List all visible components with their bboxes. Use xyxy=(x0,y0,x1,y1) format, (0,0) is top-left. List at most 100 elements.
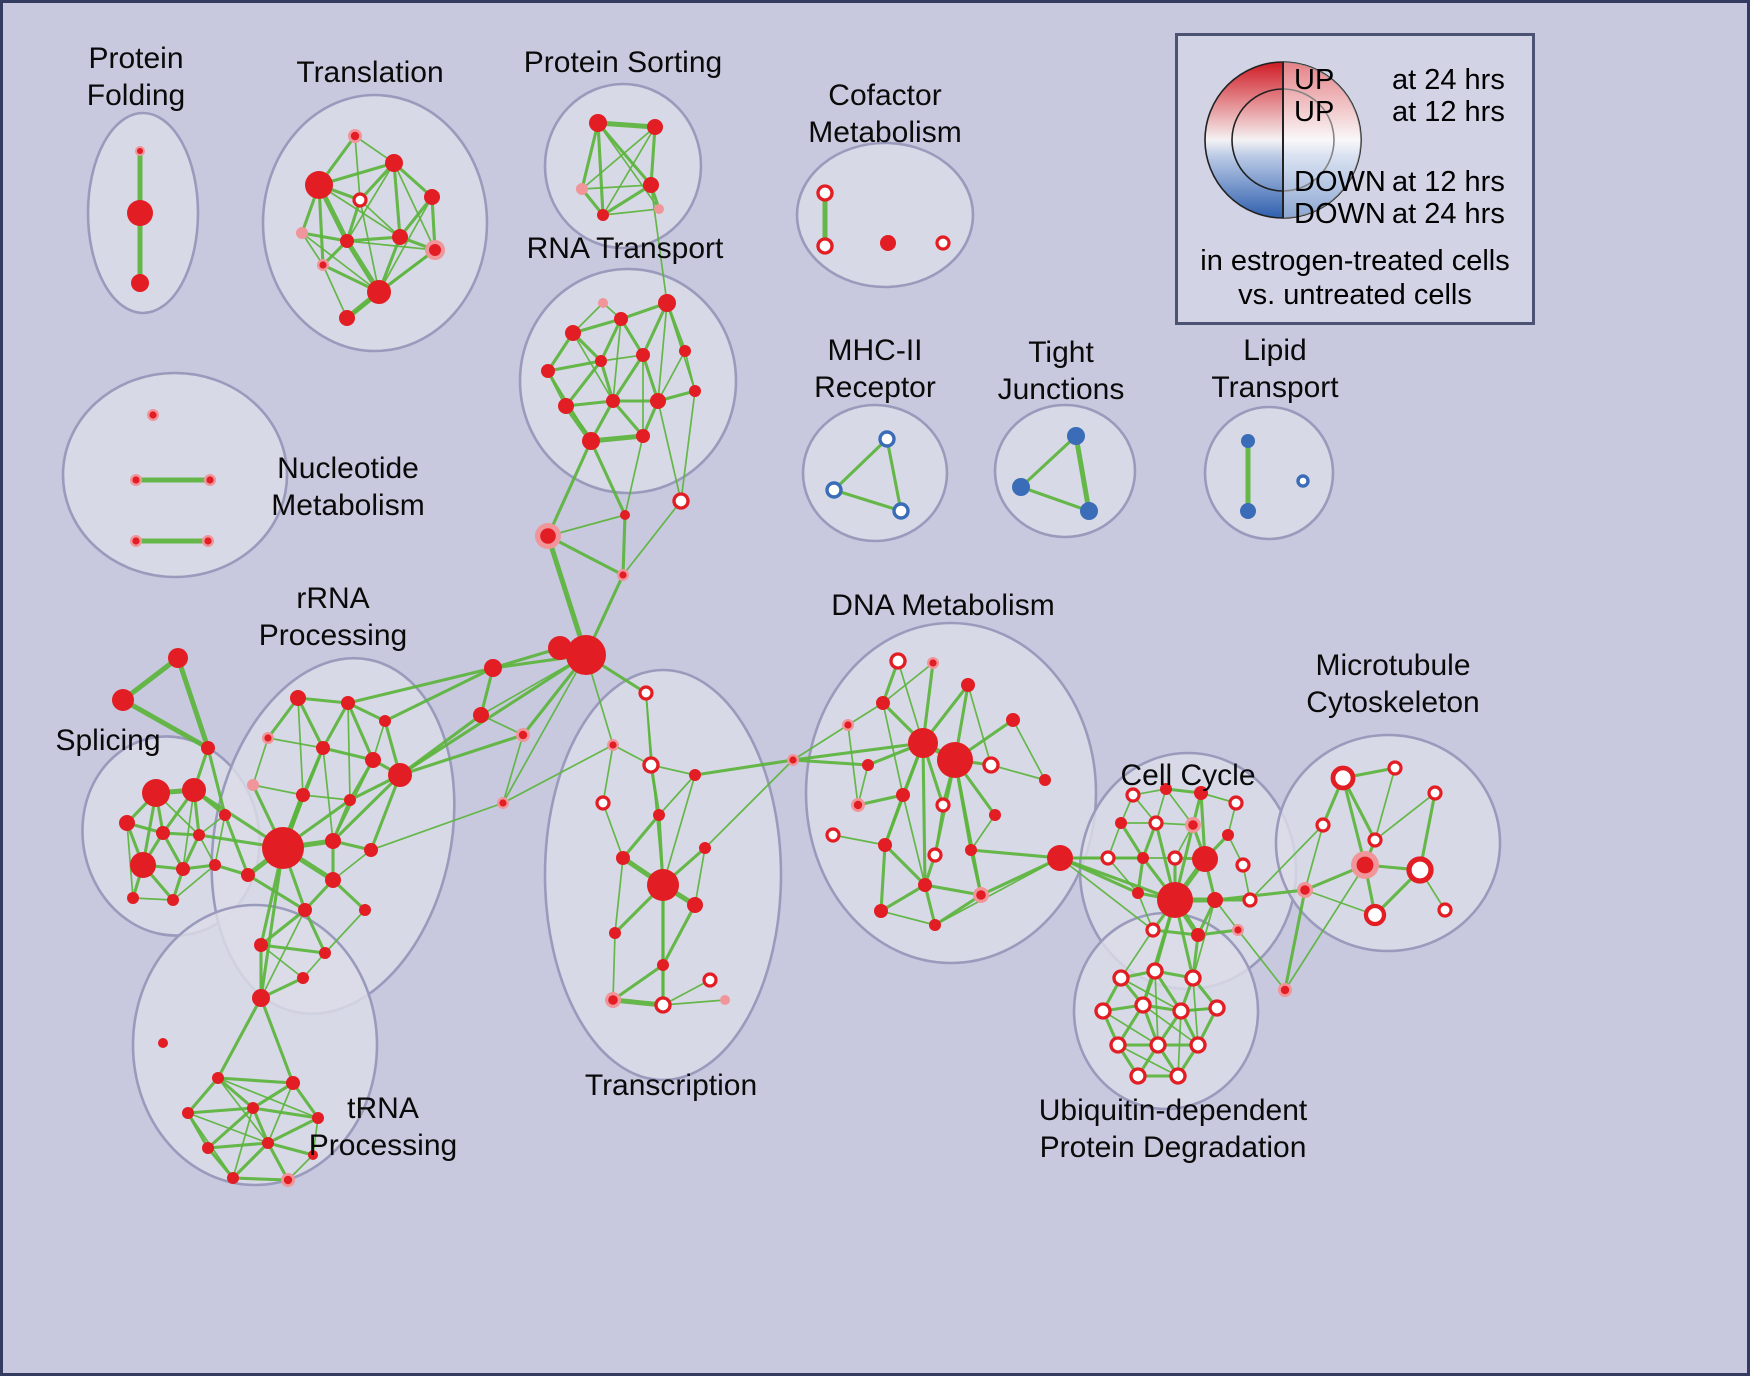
gene-node[interactable] xyxy=(296,227,308,239)
gene-node[interactable] xyxy=(650,393,666,409)
gene-node[interactable] xyxy=(1094,1002,1112,1020)
gene-node[interactable] xyxy=(316,741,330,755)
gene-node[interactable] xyxy=(595,355,607,367)
gene-node[interactable] xyxy=(642,756,660,774)
gene-node[interactable] xyxy=(929,919,941,931)
gene-node[interactable] xyxy=(541,364,555,378)
gene-node[interactable] xyxy=(576,183,588,195)
gene-node[interactable] xyxy=(1080,502,1098,520)
gene-node[interactable] xyxy=(1109,1036,1127,1054)
gene-node[interactable] xyxy=(595,795,611,811)
gene-node[interactable] xyxy=(473,707,489,723)
gene-node[interactable] xyxy=(1315,817,1331,833)
gene-node[interactable] xyxy=(131,274,149,292)
gene-node[interactable] xyxy=(566,635,606,675)
gene-node[interactable] xyxy=(636,429,650,443)
gene-node[interactable] xyxy=(112,689,134,711)
gene-node[interactable] xyxy=(219,809,231,821)
gene-node[interactable] xyxy=(689,769,701,781)
gene-node[interactable] xyxy=(876,696,890,710)
gene-node[interactable] xyxy=(1296,474,1310,488)
gene-node[interactable] xyxy=(1149,1036,1167,1054)
gene-node[interactable] xyxy=(167,894,179,906)
gene-node[interactable] xyxy=(1208,999,1226,1017)
gene-node[interactable] xyxy=(1189,1036,1207,1054)
gene-node[interactable] xyxy=(643,177,659,193)
gene-node[interactable] xyxy=(1129,1067,1147,1085)
gene-node[interactable] xyxy=(679,345,691,357)
gene-node[interactable] xyxy=(359,904,371,916)
gene-node[interactable] xyxy=(654,204,664,214)
gene-node[interactable] xyxy=(1330,765,1356,791)
gene-node[interactable] xyxy=(937,742,973,778)
gene-node[interactable] xyxy=(1006,713,1020,727)
gene-node[interactable] xyxy=(1169,1067,1187,1085)
gene-node[interactable] xyxy=(298,903,312,917)
gene-node[interactable] xyxy=(379,715,391,727)
gene-node[interactable] xyxy=(367,280,391,304)
gene-node[interactable] xyxy=(935,235,951,251)
gene-node[interactable] xyxy=(1134,996,1152,1014)
gene-node[interactable] xyxy=(918,878,932,892)
gene-node[interactable] xyxy=(699,842,711,854)
gene-node[interactable] xyxy=(262,1137,274,1149)
gene-node[interactable] xyxy=(1242,892,1258,908)
gene-node[interactable] xyxy=(616,851,630,865)
gene-node[interactable] xyxy=(880,235,896,251)
gene-node[interactable] xyxy=(247,779,259,791)
gene-node[interactable] xyxy=(1222,829,1234,841)
gene-node[interactable] xyxy=(388,763,412,787)
gene-node[interactable] xyxy=(424,189,440,205)
gene-node[interactable] xyxy=(325,872,341,888)
gene-node[interactable] xyxy=(589,114,607,132)
gene-node[interactable] xyxy=(908,728,938,758)
gene-node[interactable] xyxy=(598,298,608,308)
gene-node[interactable] xyxy=(1012,478,1030,496)
gene-node[interactable] xyxy=(935,797,951,813)
gene-node[interactable] xyxy=(308,1150,318,1160)
gene-node[interactable] xyxy=(702,972,718,988)
gene-node[interactable] xyxy=(252,989,270,1007)
gene-node[interactable] xyxy=(558,398,574,414)
gene-node[interactable] xyxy=(825,827,841,843)
gene-node[interactable] xyxy=(1125,787,1141,803)
gene-node[interactable] xyxy=(168,648,188,668)
gene-node[interactable] xyxy=(620,510,630,520)
gene-node[interactable] xyxy=(597,209,609,221)
gene-node[interactable] xyxy=(614,312,628,326)
gene-node[interactable] xyxy=(1100,850,1116,866)
gene-node[interactable] xyxy=(892,502,910,520)
gene-node[interactable] xyxy=(1112,969,1130,987)
gene-node[interactable] xyxy=(1437,902,1453,918)
gene-node[interactable] xyxy=(484,659,502,677)
gene-node[interactable] xyxy=(340,234,354,248)
gene-node[interactable] xyxy=(130,852,156,878)
gene-node[interactable] xyxy=(176,862,190,876)
gene-node[interactable] xyxy=(965,844,977,856)
gene-node[interactable] xyxy=(1387,760,1403,776)
gene-node[interactable] xyxy=(247,1102,259,1114)
gene-node[interactable] xyxy=(1235,857,1251,873)
gene-node[interactable] xyxy=(201,741,215,755)
gene-node[interactable] xyxy=(1039,774,1051,786)
gene-node[interactable] xyxy=(889,652,907,670)
gene-node[interactable] xyxy=(296,788,310,802)
gene-node[interactable] xyxy=(565,325,581,341)
gene-node[interactable] xyxy=(816,237,834,255)
gene-node[interactable] xyxy=(1363,903,1387,927)
gene-node[interactable] xyxy=(227,1172,239,1184)
gene-node[interactable] xyxy=(961,678,975,692)
gene-node[interactable] xyxy=(1148,815,1164,831)
gene-node[interactable] xyxy=(254,938,268,952)
gene-node[interactable] xyxy=(339,310,355,326)
gene-node[interactable] xyxy=(982,756,1000,774)
gene-node[interactable] xyxy=(606,394,620,408)
gene-node[interactable] xyxy=(156,826,170,840)
gene-node[interactable] xyxy=(392,229,408,245)
gene-node[interactable] xyxy=(874,904,888,918)
gene-node[interactable] xyxy=(158,1038,168,1048)
gene-node[interactable] xyxy=(119,815,135,831)
gene-node[interactable] xyxy=(816,184,834,202)
gene-node[interactable] xyxy=(1427,785,1443,801)
gene-node[interactable] xyxy=(182,1107,194,1119)
